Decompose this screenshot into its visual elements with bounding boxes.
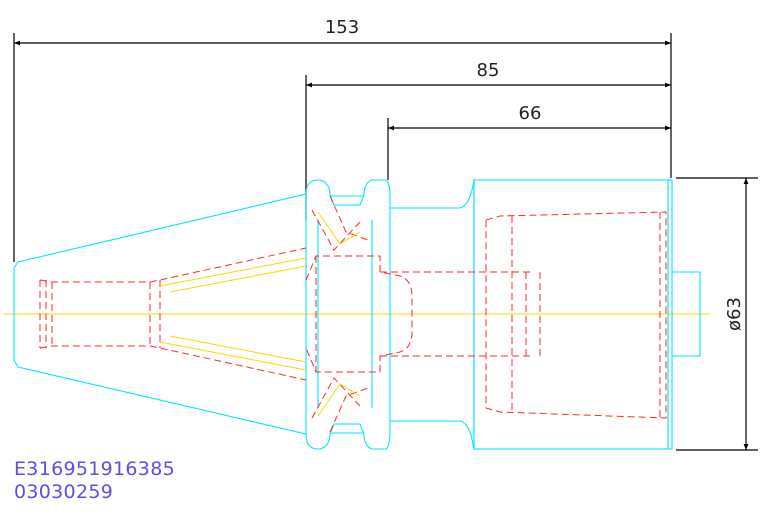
central-bore <box>305 255 413 373</box>
body-cavity <box>485 211 667 419</box>
v-channel-top <box>311 195 369 251</box>
dim-diameter-label: ø63 <box>724 297 745 331</box>
dim-153-label: 153 <box>325 17 359 38</box>
insert-outline <box>672 271 701 357</box>
dim-66-label: 66 <box>519 103 542 124</box>
part-code-1: E316951916385 <box>14 458 175 480</box>
hidden-lines <box>39 195 667 433</box>
part-code-2: 03030259 <box>14 481 114 503</box>
v-channel-bottom <box>311 377 369 433</box>
thread-bottom <box>159 335 361 417</box>
thread-top <box>159 211 361 293</box>
thread-lines <box>159 211 361 417</box>
part-code-line2: 03030259 <box>14 481 113 503</box>
dimension-lines <box>13 33 758 451</box>
dim-85-label: 85 <box>477 60 500 81</box>
main-body-outline <box>473 179 673 450</box>
visible-outline <box>13 179 701 450</box>
flange-outline <box>305 179 391 450</box>
part-code-line1: E316951916385 <box>14 458 175 480</box>
